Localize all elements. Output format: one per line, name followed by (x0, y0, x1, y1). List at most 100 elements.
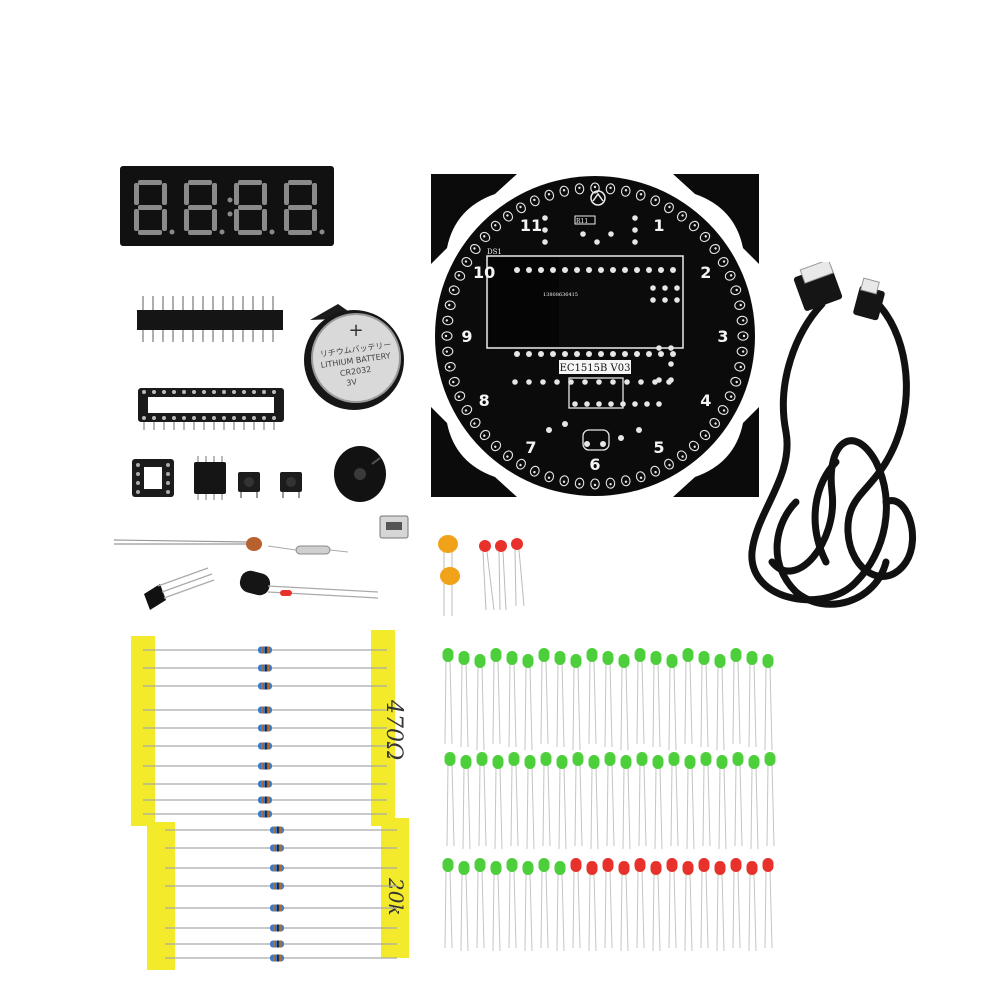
resistor (165, 954, 397, 962)
led (668, 752, 680, 847)
led (666, 858, 678, 949)
usb-a-plug (793, 262, 843, 311)
led (586, 648, 598, 745)
led (508, 752, 520, 847)
hour-mark-6: 6 (589, 455, 600, 474)
resistor (143, 664, 387, 672)
tape-label-lower: 20k (384, 877, 408, 916)
led (570, 858, 582, 949)
resistor (165, 826, 397, 834)
resistor-strip-upper: 470Ω (125, 630, 405, 826)
led (682, 861, 694, 952)
hour-mark-5: 5 (653, 438, 664, 457)
battery-text-4: 3V (346, 377, 358, 387)
ref-r11: R11 (576, 218, 588, 225)
led (634, 648, 646, 745)
crystal (295, 545, 331, 555)
led (554, 651, 566, 748)
transistor (144, 584, 166, 610)
led (762, 654, 774, 751)
digit-1 (134, 180, 175, 235)
led (604, 752, 616, 847)
led (524, 755, 536, 850)
led (666, 654, 678, 751)
led (714, 654, 726, 751)
led (620, 755, 632, 850)
seven-segment-display: 8888 (120, 166, 334, 246)
hour-mark-2: 2 (700, 263, 711, 282)
hour-mark-7: 7 (525, 438, 536, 457)
resistor (165, 882, 397, 890)
pin-header (137, 296, 283, 344)
led (476, 752, 488, 847)
resistor-strip-lower: 20k (125, 818, 425, 970)
hour-mark-10: 10 (473, 263, 495, 282)
led (684, 755, 696, 850)
resistor (143, 742, 387, 750)
led (572, 752, 584, 847)
led (650, 651, 662, 748)
logo-mark (590, 190, 606, 206)
resistor (143, 724, 387, 732)
led (586, 861, 598, 952)
ic-socket-8 (130, 455, 176, 501)
ref-ds1: DS1 (487, 248, 502, 256)
led (698, 651, 710, 748)
led (748, 755, 760, 850)
mini-usb-plug (853, 277, 885, 321)
hour-mark-1: 1 (653, 216, 664, 235)
battery-symbol: + (348, 320, 363, 341)
hour-mark-11: 11 (520, 216, 542, 235)
led (746, 651, 758, 748)
led (538, 648, 550, 745)
led (442, 648, 454, 745)
pcb-serial: 13808636415 (543, 292, 578, 298)
led (682, 648, 694, 745)
led (506, 858, 518, 949)
led (490, 648, 502, 745)
resistor (143, 646, 387, 654)
led (444, 752, 456, 847)
led (602, 858, 614, 949)
usb-cable (736, 262, 926, 622)
tactile-button-1 (236, 468, 262, 498)
resistor (165, 904, 397, 912)
led (506, 651, 518, 748)
led (474, 858, 486, 949)
led (556, 755, 568, 850)
led-bank (436, 636, 792, 956)
hour-mark-9: 9 (461, 327, 472, 346)
led (442, 858, 454, 949)
led (764, 752, 776, 847)
led (554, 861, 566, 952)
tape-label-upper: 470Ω (381, 699, 405, 760)
led (618, 654, 630, 751)
hour-mark-4: 4 (700, 391, 711, 410)
led (492, 755, 504, 850)
tactile-button-2 (278, 468, 304, 498)
led (716, 755, 728, 850)
led (474, 654, 486, 751)
led (730, 648, 742, 745)
ic-socket-28 (136, 380, 286, 430)
led (458, 861, 470, 952)
digit-2 (184, 180, 225, 235)
resistor (165, 864, 397, 872)
led (490, 861, 502, 952)
led (746, 861, 758, 952)
resistor (165, 844, 397, 852)
led (538, 858, 550, 949)
led (700, 752, 712, 847)
led (458, 651, 470, 748)
led (732, 752, 744, 847)
misc-components (108, 506, 538, 636)
buzzer (332, 444, 388, 504)
led (522, 861, 534, 952)
led (650, 861, 662, 952)
photoresistor (246, 537, 262, 551)
led (730, 858, 742, 949)
led (618, 861, 630, 952)
led (460, 755, 472, 850)
led (522, 654, 534, 751)
led (540, 752, 552, 847)
